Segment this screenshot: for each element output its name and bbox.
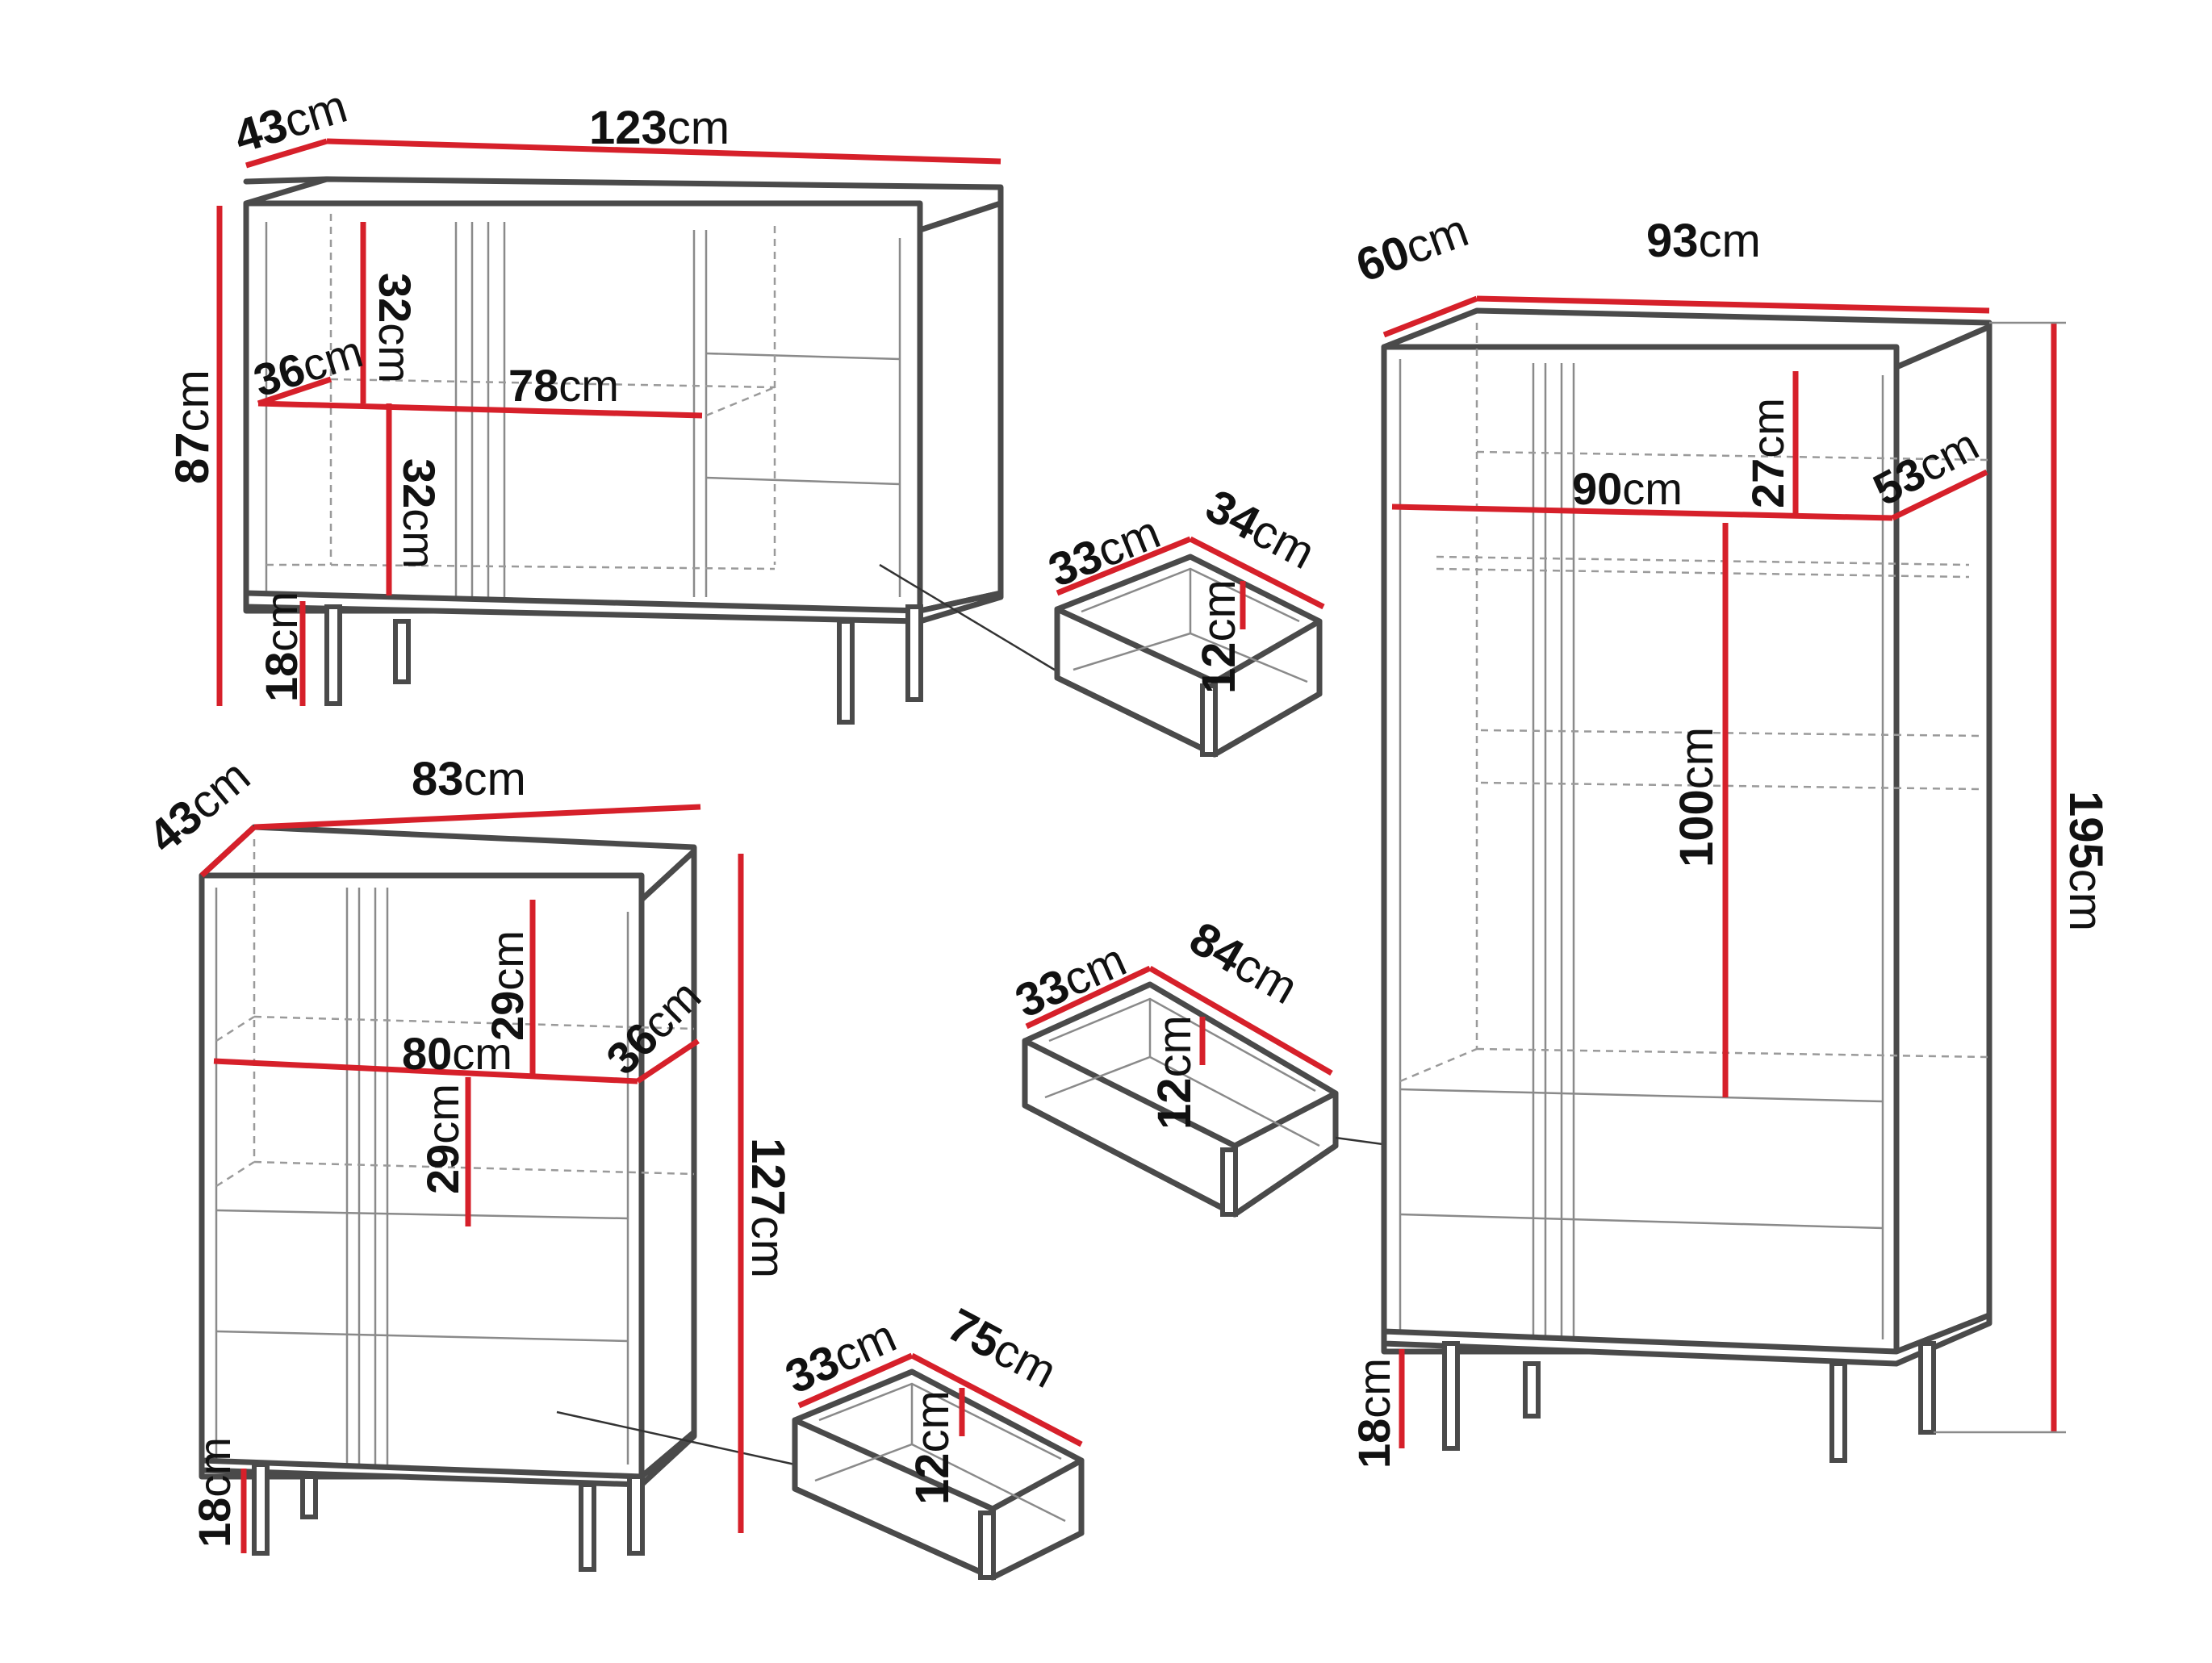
highboard-drawer-height-label: 12cm [906,1390,959,1505]
sideboard-upper-compartment-label: 32cm [370,273,420,383]
sideboard-dimension-lines [216,138,1001,706]
wardrobe-drawer-dimension-lines [1025,965,1333,1076]
highboard-leg-height-label: 18cm [189,1437,240,1548]
sideboard-drawer-height-label: 12cm [1193,579,1245,694]
wardrobe-leg-height-label: 18cm [1349,1358,1399,1469]
sideboard-lower-compartment-label: 32cm [394,458,445,569]
wardrobe-depth-label: 60cm [1349,204,1475,293]
highboard-drawer-dimension-lines [797,1352,1083,1448]
highboard-height-label: 127cm [742,1138,794,1278]
sideboard-shelf-width-label: 78cm [508,360,619,411]
highboard-dimension-lines [199,804,744,1553]
wardrobe-dimension-lines [1382,295,2066,1448]
sideboard-labels: 43cm 123cm 87cm 36cm 78cm 32cm 32cm 18cm [166,80,730,702]
sideboard-drawing [243,176,1062,725]
highboard-shelf-width-label: 80cm [402,1028,512,1079]
sideboard-height-label: 87cm [166,370,219,484]
sideboard-drawer-width-label: 34cm [1198,479,1323,579]
wardrobe-drawer-height-label: 12cm [1148,1015,1201,1130]
highboard-drawing [199,824,796,1572]
highboard-width-label: 83cm [412,753,526,805]
highboard-drawer-drawing [792,1368,1085,1581]
wardrobe-inner-width-label: 90cm [1572,463,1683,514]
wardrobe-width-label: 93cm [1646,215,1761,267]
wardrobe-top-compartment-label: 27cm [1742,398,1793,508]
wardrobe-height-label: 195cm [2059,791,2112,931]
highboard-upper-compartment-label: 29cm [482,930,533,1041]
wardrobe-drawer-drawing [1022,981,1542,1218]
wardrobe-hanging-height-label: 100cm [1670,727,1723,867]
highboard-drawer-width-label: 75cm [939,1298,1065,1398]
sideboard-leg-height-label: 18cm [256,591,307,702]
highboard-lower-compartment-label: 29cm [417,1084,468,1194]
sideboard-drawer-dimension-lines [1056,536,1325,629]
sideboard-drawer-drawing [1054,554,1323,758]
sideboard-width-label: 123cm [589,102,730,154]
